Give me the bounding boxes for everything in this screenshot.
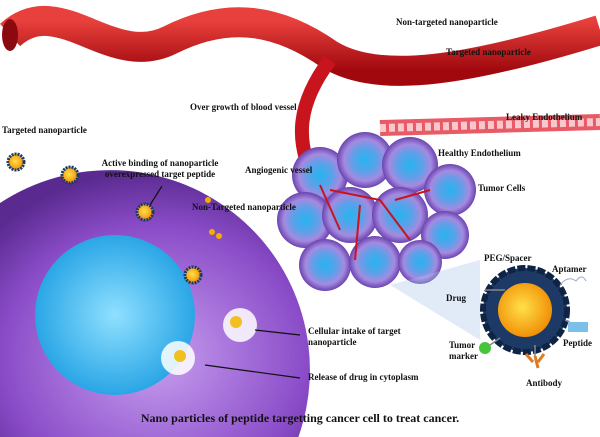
nanoparticle-core (498, 283, 552, 337)
label-line: nanoparticle (308, 337, 357, 347)
aptamer-icon (559, 276, 587, 286)
vessel-opening (2, 19, 18, 51)
label-peg: PEG/Spacer (484, 253, 532, 263)
spacer-chains (485, 289, 576, 356)
nucleus (35, 235, 195, 395)
label-leaky: Leaky Endothelium (506, 112, 583, 122)
endothelium-cells (379, 118, 600, 132)
nanoparticles (6, 152, 222, 285)
label-release: Release of drug in cytoplasm (308, 372, 419, 382)
label-antibody: Antibody (526, 378, 563, 388)
tumor-marker-icon (479, 342, 491, 354)
antibody-icon (524, 353, 546, 369)
label-targeted-left: Targeted nanoparticle (2, 125, 87, 135)
label-peptide: Peptide (563, 338, 592, 348)
blood-vessel (0, 6, 600, 86)
caption: Nano particles of peptide targetting can… (140, 411, 460, 425)
label-line: overexpressed target peptide (104, 169, 216, 179)
label-line: Active binding of nanoparticle (101, 158, 219, 168)
label-targeted-top: Targeted nanoparticle (446, 47, 531, 57)
label-non-targeted-mid: Non-Targeted nanoparticle (192, 202, 296, 212)
label-tumor-cells: Tumor Cells (478, 183, 526, 193)
label-line: marker (449, 351, 478, 361)
pointer-lines (149, 185, 301, 379)
label-aptamer: Aptamer (552, 264, 587, 274)
zoom-beam (390, 260, 480, 340)
label-line: Cellular intake of target (308, 326, 401, 336)
peptide-icon (568, 322, 588, 332)
label-non-targeted-top: Non-targeted nanoparticle (396, 17, 498, 27)
label-healthy: Healthy Endothelium (438, 148, 521, 158)
label-angiogenic: Angiogenic vessel (245, 165, 313, 175)
label-line: Tumor (449, 340, 476, 350)
tumor-cluster (277, 132, 476, 291)
label-overgrowth: Over growth of blood vessel (190, 102, 297, 112)
label-drug: Drug (446, 293, 466, 303)
